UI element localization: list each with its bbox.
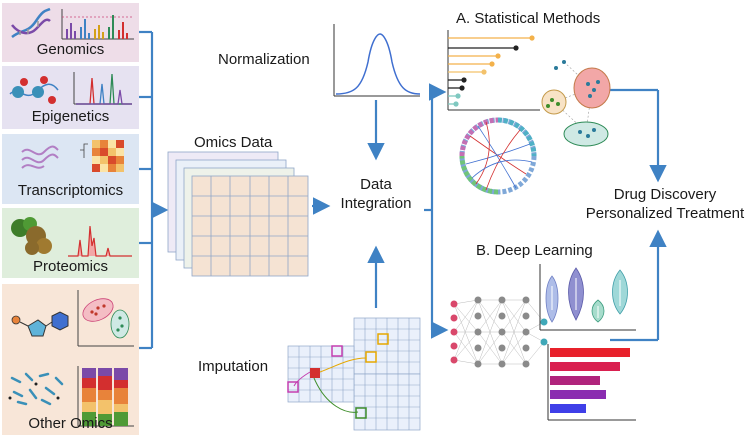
- chromatin-icon: [9, 76, 59, 104]
- omics-panel-proteomics: Proteomics: [2, 208, 139, 278]
- mass-spectrum-icon: [68, 225, 132, 257]
- label-deep-learning: B. Deep Learning: [476, 242, 593, 259]
- chromatogram-icon: [73, 72, 132, 105]
- omics-data-grid-stack: [167, 151, 309, 277]
- microbiome-icon: [8, 372, 64, 406]
- label-imputation: Imputation: [198, 358, 269, 375]
- integration-line-1: Data: [360, 176, 392, 193]
- label-outcome: Drug Discovery Personalized Treatment: [580, 186, 750, 222]
- integration-line-2: Integration: [340, 195, 412, 212]
- omics-panel-transcriptomics: Transcriptomics: [2, 134, 139, 204]
- label-other-omics: Other Omics: [28, 415, 113, 432]
- outcome-line-2: Personalized Treatment: [585, 205, 745, 222]
- violin-plot-icon: [539, 264, 636, 331]
- lollipop-chart-icon: [447, 30, 540, 111]
- label-omics-data: Omics Data: [194, 134, 273, 151]
- label-data-integration: Data Integration: [328, 176, 424, 212]
- rna-strand-icon: [21, 145, 59, 169]
- label-proteomics: Proteomics: [32, 258, 109, 275]
- label-statistical-methods: A. Statistical Methods: [456, 10, 601, 27]
- omics-panel-other: Other Omics: [2, 284, 139, 435]
- label-epigenetics: Epigenetics: [31, 108, 110, 125]
- neural-network-icon: [450, 296, 548, 368]
- label-genomics: Genomics: [36, 41, 105, 58]
- manhattan-plot-icon: [61, 9, 134, 40]
- normal-distribution-icon: [333, 24, 421, 97]
- circos-plot-icon: [459, 117, 537, 195]
- heatmap-icon: [80, 140, 124, 172]
- stacked-bar-icon: [77, 366, 134, 427]
- omics-panel-epigenetics: Epigenetics: [2, 66, 139, 129]
- cluster-scatter-icon: [77, 290, 134, 347]
- dna-helix-icon: [11, 7, 51, 39]
- imputation-grids-icon: [287, 317, 421, 431]
- omics-panel-genomics: Genomics: [2, 3, 139, 62]
- network-cluster-icon: [541, 60, 611, 147]
- molecule-icon: [11, 311, 69, 337]
- protein-icon: [11, 217, 52, 255]
- label-normalization: Normalization: [218, 51, 310, 68]
- bar-chart-icon: [547, 344, 636, 421]
- outcome-line-1: Drug Discovery: [613, 186, 717, 203]
- label-transcriptomics: Transcriptomics: [17, 182, 124, 199]
